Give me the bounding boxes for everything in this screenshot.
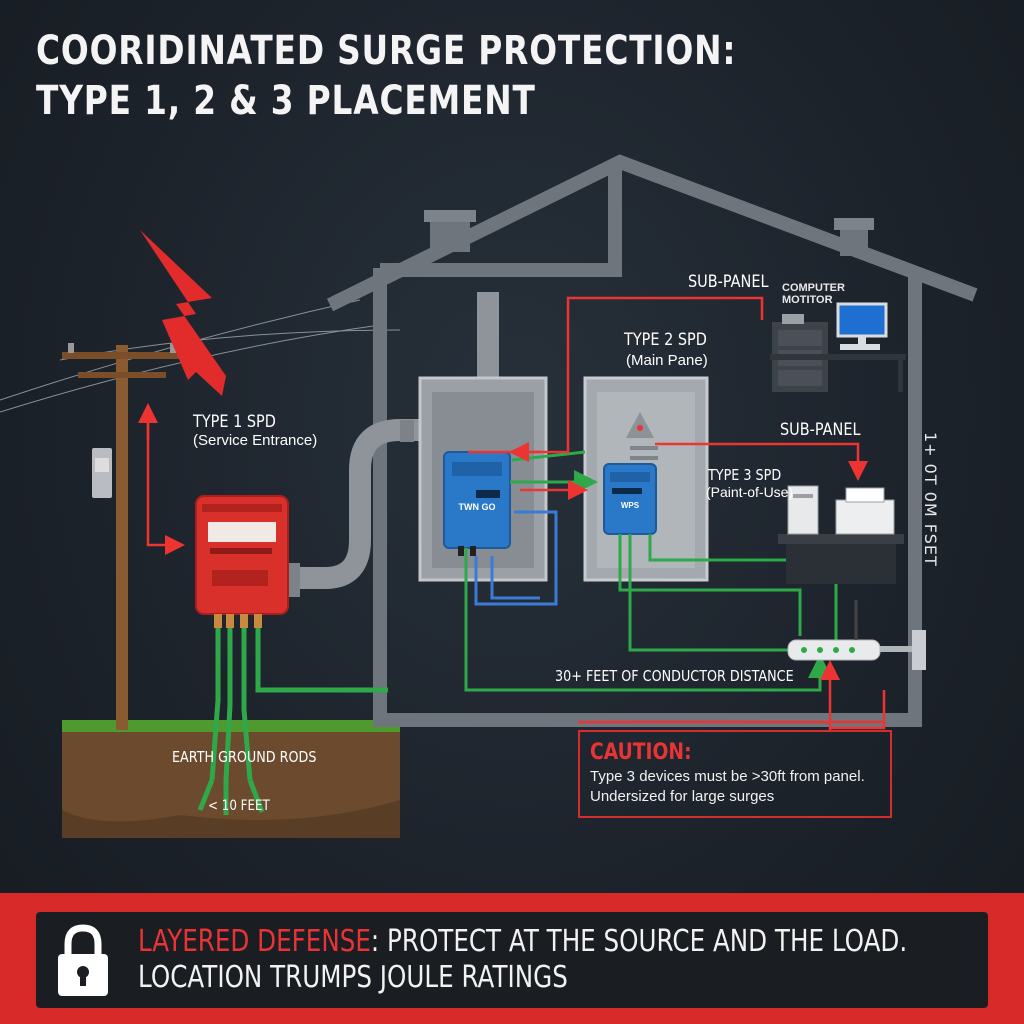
footer-highlight: LAYERED DEFENSE	[138, 924, 371, 959]
type2-spd-sublabel: (Main Pane)	[626, 352, 708, 369]
title-line-2: TYPE 1, 2 & 3 PLACEMENT	[36, 78, 536, 124]
lock-icon	[58, 924, 108, 996]
printer-desk	[778, 485, 904, 584]
type1-spd-sublabel: (Service Entrance)	[193, 432, 318, 449]
surge-protection-diagram: TWN GO WPS	[0, 154, 978, 838]
distance-under-10ft-label: < 10 FEET	[208, 798, 270, 814]
title-line-1: COORIDINATED SURGE PROTECTION:	[36, 28, 737, 74]
footer-panel: LAYERED DEFENSE: PROTECT AT THE SOURCE A…	[36, 912, 988, 1008]
utility-pole	[62, 343, 180, 730]
page-title: COORIDINATED SURGE PROTECTION: TYPE 1, 2…	[36, 26, 890, 126]
sub-panel-top-label: SUB-PANEL	[688, 272, 769, 292]
blue-wires	[474, 510, 558, 606]
vertical-side-label: 1+ 0T 0M FSET	[921, 432, 940, 567]
service-conduit	[285, 419, 430, 589]
caution-line-1: Type 3 devices must be >30ft from panel.	[590, 768, 865, 785]
type3-spd-label: TYPE 3 SPD	[708, 466, 782, 484]
computer-desk	[770, 314, 906, 392]
computer-monitor-label: COMPUTER MOTITOR	[782, 282, 845, 306]
power-strip	[787, 630, 926, 670]
caution-box: CAUTION: Type 3 devices must be >30ft fr…	[578, 730, 892, 818]
ground-rods	[197, 628, 388, 815]
type3-spd-sublabel: (Paint-of-Use)	[706, 484, 794, 500]
footer-line-2: LOCATION TRUMPS JOULE RATINGS	[138, 960, 568, 995]
type3-device-text: WPS	[621, 501, 640, 510]
type1-spd-label: TYPE 1 SPD	[193, 412, 276, 432]
caution-title: CAUTION:	[590, 740, 692, 765]
lightning-bolt-icon	[140, 230, 226, 396]
monitor-icon	[836, 302, 888, 350]
red-wires	[138, 296, 886, 730]
footer-line-1: LAYERED DEFENSE: PROTECT AT THE SOURCE A…	[138, 924, 907, 960]
type2-spd-label: TYPE 2 SPD	[624, 330, 707, 350]
conductor-distance-label: 30+ FEET OF CONDUCTOR DISTANCE	[555, 667, 794, 685]
sub-panel-right-label: SUB-PANEL	[780, 420, 861, 440]
ground-soil	[62, 720, 400, 838]
earth-ground-label: EARTH GROUND RODS	[172, 748, 317, 766]
footer-line-1-rest: : PROTECT AT THE SOURCE AND THE LOAD.	[370, 924, 908, 959]
footer-message: LAYERED DEFENSE: PROTECT AT THE SOURCE A…	[138, 924, 1024, 996]
caution-line-2: Undersized for large surges	[590, 788, 775, 805]
type2-spd-device: TWN GO	[443, 451, 511, 556]
type2-device-text: TWN GO	[459, 502, 496, 512]
type1-spd-device	[195, 495, 289, 628]
type3-spd-device: WPS	[603, 463, 657, 535]
